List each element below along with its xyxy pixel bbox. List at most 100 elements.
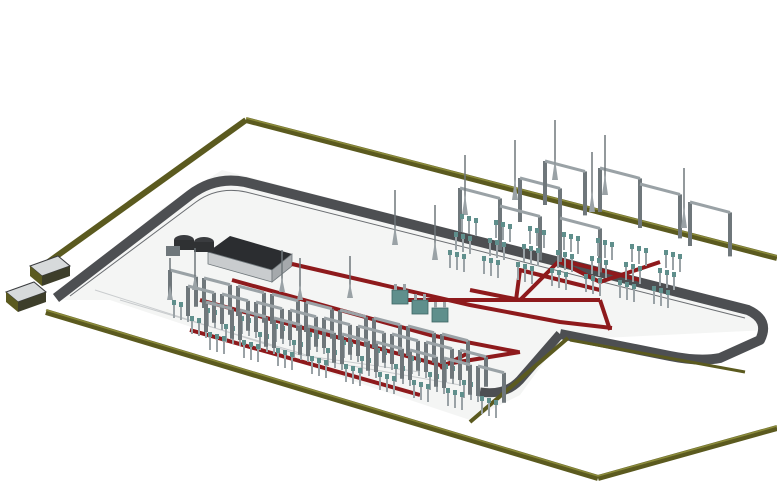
equipment-head: [480, 396, 484, 401]
transformer-bushing: [423, 294, 426, 300]
gantry: [408, 348, 438, 387]
equipment-head: [462, 254, 466, 259]
cable-trench: [189, 328, 421, 397]
gantry-leg: [424, 342, 428, 372]
gantry-leg: [306, 326, 310, 356]
gantry: [558, 216, 602, 273]
mast-base: [279, 277, 285, 292]
equipment-bay: [488, 238, 506, 260]
gantry-leg: [228, 284, 232, 315]
equipment-head: [596, 238, 600, 243]
perimeter-fence-bottom: [45, 309, 599, 481]
equipment-head: [562, 232, 566, 237]
mast-base: [167, 285, 173, 300]
gantry-leg: [538, 216, 542, 261]
gantry: [204, 300, 234, 339]
equipment-head: [658, 268, 662, 273]
gantry-leg: [728, 212, 732, 257]
equipment-head: [637, 246, 641, 251]
gantry: [476, 364, 506, 403]
equipment-bay: [242, 340, 260, 362]
power-transformer: [431, 302, 449, 323]
equipment-bay: [590, 256, 608, 278]
gantry-beam: [373, 316, 401, 327]
inner-paved-area: [58, 170, 768, 420]
gantry-beam: [307, 324, 335, 335]
gantry: [638, 182, 682, 239]
gantry-leg: [280, 308, 284, 339]
equipment-head: [564, 272, 568, 277]
perimeter-fence-left: [38, 117, 248, 271]
gantry-beam: [599, 166, 641, 180]
equipment-head: [344, 364, 348, 369]
equipment-head: [672, 272, 676, 277]
gantry-leg: [374, 342, 378, 372]
equipment-head: [460, 214, 464, 219]
gantry: [356, 324, 386, 363]
equipment-head: [455, 252, 459, 257]
equipment-head: [385, 374, 389, 379]
equipment-head: [224, 324, 228, 329]
equipment-bay: [480, 396, 498, 418]
internal-walkway-2: [569, 338, 746, 374]
gantry-beam: [289, 308, 317, 319]
transformer-tank: [431, 307, 449, 323]
equipment-head: [324, 360, 328, 365]
equipment-head: [474, 218, 478, 223]
gantry: [406, 324, 436, 363]
equipment-head: [570, 254, 574, 259]
transformer-bushing: [394, 284, 397, 290]
gantry-leg: [264, 316, 268, 347]
gantry-beam: [459, 348, 487, 359]
gantry-leg: [262, 292, 266, 323]
gantry-leg: [543, 161, 547, 205]
gantry-leg: [458, 350, 462, 380]
gantry-leg: [398, 324, 402, 355]
gantry-leg: [372, 318, 376, 348]
switchyard-structures: [167, 120, 732, 418]
gantry-leg: [518, 178, 522, 222]
equipment-head: [610, 242, 614, 247]
equipment-bay: [528, 226, 546, 248]
gantry-leg: [484, 356, 488, 387]
equipment-bay: [482, 256, 500, 278]
equipment-head: [428, 372, 432, 377]
gantry: [338, 308, 368, 347]
equipment-bay: [276, 348, 294, 370]
equipment-head: [618, 280, 622, 285]
gantry: [270, 292, 300, 331]
cable-trench: [598, 299, 612, 331]
equipment-head: [652, 286, 656, 291]
gantry-leg: [408, 350, 412, 380]
gantry-leg: [432, 332, 436, 363]
gantry-beam: [409, 348, 437, 359]
gate-house-upper: [29, 255, 71, 286]
equipment-head: [597, 258, 601, 263]
gantry-beam: [323, 316, 351, 327]
gantry-leg: [416, 340, 420, 371]
power-transformer: [411, 294, 429, 315]
gantry-leg: [583, 171, 587, 216]
gantry-beam: [273, 316, 301, 327]
gantry-leg: [356, 326, 360, 356]
equipment-head: [496, 260, 500, 265]
gantry: [272, 316, 302, 355]
gantry-beam: [639, 182, 681, 196]
equipment-head: [360, 356, 364, 361]
equipment-head: [576, 236, 580, 241]
gantry-beam: [499, 204, 541, 218]
gantry-leg: [246, 300, 250, 331]
gantry-leg: [366, 340, 370, 371]
equipment-bay: [652, 286, 670, 308]
equipment-head: [190, 316, 194, 321]
equipment-bay: [624, 262, 642, 284]
equipment-head: [678, 254, 682, 259]
gantry: [458, 348, 488, 387]
gantry-beam: [391, 332, 419, 343]
transformer-tank: [391, 289, 409, 305]
equipment-head: [508, 224, 512, 229]
mast-base: [681, 207, 687, 228]
gantry-beam: [205, 300, 233, 311]
transformer-bushing: [434, 302, 437, 308]
